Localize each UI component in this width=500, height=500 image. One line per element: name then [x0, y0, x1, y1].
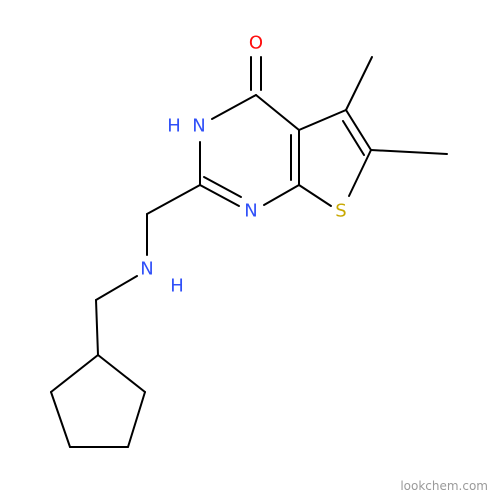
- bond-ch2-cyclopentyl: [95, 299, 99, 356]
- ring-nh-h-label: H: [167, 116, 181, 137]
- bond-cp5: [97, 354, 146, 393]
- bond-cp4: [127, 391, 146, 448]
- bond-c2-n1-a: [199, 184, 240, 207]
- bond-cp1: [50, 354, 99, 393]
- bond-c6-s: [348, 149, 372, 197]
- bond-c6-methyl: [370, 149, 448, 155]
- bond-c2-ch2: [146, 184, 201, 215]
- amine-n-label: N: [140, 259, 153, 280]
- oxygen-label: O: [249, 33, 263, 54]
- amine-h-label: H: [170, 276, 184, 297]
- bond-c5-c6-a: [345, 109, 372, 151]
- bond-c4a-c5: [298, 109, 347, 131]
- bond-cp2: [50, 391, 71, 448]
- bond-c5-methyl: [345, 56, 373, 111]
- sulfur-label: S: [335, 201, 346, 222]
- bond-c5-c6-b: [342, 120, 365, 156]
- bond-c4-n3: [211, 94, 257, 120]
- watermark-text: lookchem.com: [400, 479, 488, 493]
- bond-s-c7a: [298, 184, 332, 207]
- ring-n-label: N: [244, 201, 257, 222]
- bond-nh-ch2: [95, 275, 138, 301]
- atom-labels: O H N N S N H: [140, 33, 346, 297]
- bond-c4a-c4: [255, 94, 300, 131]
- bond-c2-n1-b: [203, 176, 242, 198]
- ring-nh-n-label: N: [192, 116, 205, 137]
- bond-n1-c7a: [263, 184, 300, 206]
- bonds: [50, 56, 448, 448]
